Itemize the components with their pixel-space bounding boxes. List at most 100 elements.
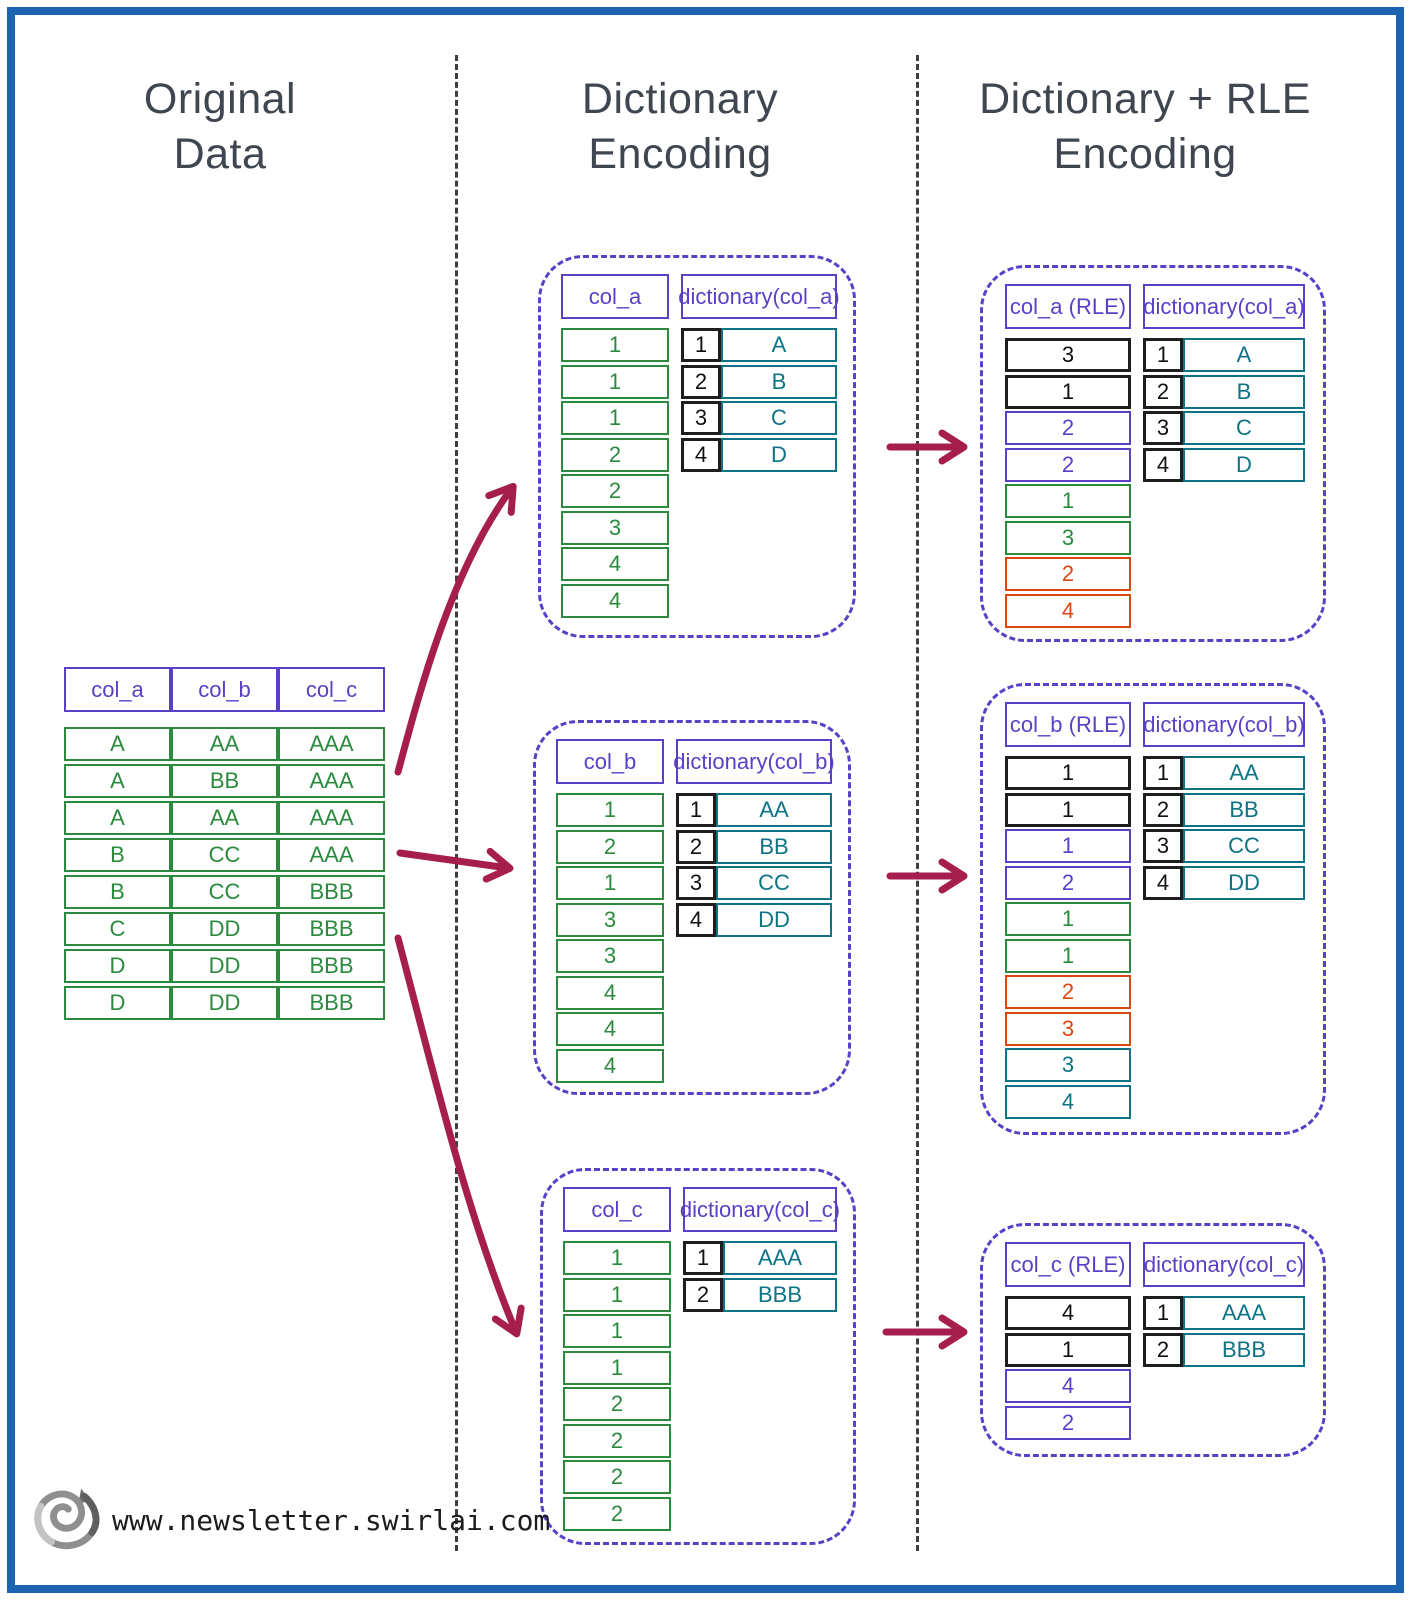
- column-header: col_b (RLE): [1005, 702, 1131, 747]
- encoded-value-cell: 1: [556, 866, 664, 900]
- encoded-value-cell: 2: [563, 1496, 671, 1531]
- dictionary-value-cell: AAA: [1183, 1296, 1305, 1330]
- dictionary-value-cell: DD: [716, 902, 832, 937]
- dictionary-key-cell: 1: [1143, 338, 1183, 372]
- rle-value-cell: 2: [1005, 975, 1131, 1009]
- rle-value-cell: 1: [1005, 484, 1131, 518]
- column-header: col_a: [561, 274, 669, 319]
- title-line: Encoding: [1053, 130, 1237, 179]
- title-line: Dictionary + RLE: [979, 75, 1311, 123]
- encoded-value-cell: 1: [563, 1277, 671, 1312]
- encoded-value-cell: 3: [556, 902, 664, 937]
- encoded-value-cell: 1: [561, 364, 669, 399]
- dictionary-header: dictionary(col_a): [678, 274, 840, 319]
- dictionary-value-cell: AAA: [723, 1241, 837, 1275]
- encoded-value-cell: 2: [561, 437, 669, 472]
- encoded-value-cell: 2: [556, 829, 664, 864]
- dictionary-key-cell: 4: [676, 902, 716, 937]
- dictionary-value-cell: BBB: [1183, 1332, 1305, 1367]
- encoded-value-cell: 1: [563, 1314, 671, 1348]
- title-line: Original: [143, 75, 297, 123]
- rle-value-cell: 4: [1005, 1296, 1131, 1330]
- rle-value-cell: 1: [1005, 829, 1131, 863]
- table-cell: AA: [171, 801, 278, 835]
- encoded-value-cell: 1: [556, 793, 664, 827]
- rle-value-cell: 2: [1005, 865, 1131, 900]
- dictionary-value-cell: BB: [1183, 792, 1305, 827]
- dictionary-key-cell: 1: [676, 793, 716, 827]
- dictionary-value-cell: BB: [716, 829, 832, 864]
- rle-value-cell: 4: [1005, 1084, 1131, 1119]
- encoded-value-cell: 4: [561, 547, 669, 581]
- encoded-value-cell: 1: [563, 1350, 671, 1385]
- rle-value-cell: 1: [1005, 792, 1131, 827]
- rle-value-cell: 4: [1005, 1369, 1131, 1403]
- encoded-value-cell: 4: [556, 975, 664, 1010]
- table-cell: A: [64, 764, 171, 798]
- rle-value-cell: 1: [1005, 1332, 1131, 1367]
- title-line: Encoding: [588, 130, 772, 179]
- table-cell: BBB: [278, 875, 385, 909]
- dictionary-value-cell: AA: [1183, 756, 1305, 790]
- title-line: Dictionary: [581, 75, 779, 123]
- encoded-value-cell: 4: [561, 583, 669, 618]
- dictionary-key-cell: 1: [683, 1241, 723, 1275]
- column-header: col_c: [563, 1187, 671, 1232]
- dictionary-key-cell: 4: [681, 437, 721, 472]
- rle-value-cell: 3: [1005, 1011, 1131, 1046]
- dictionary-value-cell: DD: [1183, 865, 1305, 900]
- table-cell: A: [64, 801, 171, 835]
- rle-value-cell: 1: [1005, 374, 1131, 409]
- encoded-value-cell: 4: [556, 1048, 664, 1083]
- dictionary-value-cell: BBB: [723, 1277, 837, 1312]
- dictionary-value-cell: CC: [716, 866, 832, 900]
- rle-value-cell: 3: [1005, 1048, 1131, 1082]
- dictionary-key-cell: 2: [683, 1277, 723, 1312]
- swirl-logo-icon: [34, 1488, 100, 1550]
- encoded-value-cell: 2: [563, 1423, 671, 1458]
- dictionary-key-cell: 1: [1143, 1296, 1183, 1330]
- arrow-original-to-dict-col-b: [396, 847, 514, 883]
- title-line: Data: [173, 130, 267, 179]
- dictionary-key-cell: 3: [681, 401, 721, 435]
- dictionary-value-cell: C: [721, 401, 837, 435]
- encoded-value-cell: 3: [556, 939, 664, 973]
- rle-value-cell: 2: [1005, 557, 1131, 591]
- dictionary-value-cell: D: [721, 437, 837, 472]
- encoded-value-cell: 1: [563, 1241, 671, 1275]
- dictionary-key-cell: 4: [1143, 447, 1183, 482]
- column-header-cell: col_c: [278, 667, 385, 712]
- dictionary-value-cell: A: [1183, 338, 1305, 372]
- table-cell: AA: [171, 727, 278, 761]
- dictionary-value-cell: B: [721, 364, 837, 399]
